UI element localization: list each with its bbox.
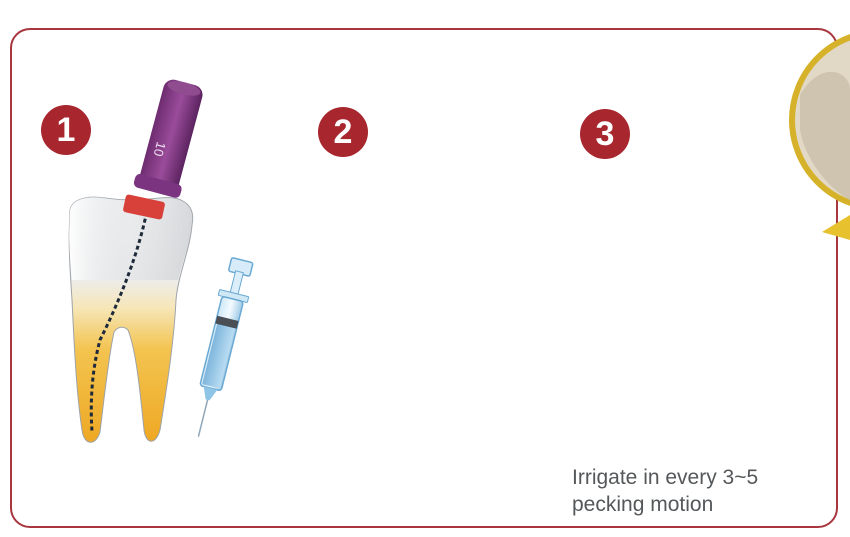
caption-line-2: pecking motion [572,491,832,518]
irrigation-caption: Irrigate in every 3~5 pecking motion [572,464,832,518]
step-3-badge: 3 [580,109,630,159]
step1-syringe [184,257,257,441]
step1-tooth [69,197,193,442]
step-2-badge: 2 [318,107,368,157]
step-1-badge: 1 [41,105,91,155]
corner-photo [792,32,850,240]
caption-line-1: Irrigate in every 3~5 [572,464,832,491]
